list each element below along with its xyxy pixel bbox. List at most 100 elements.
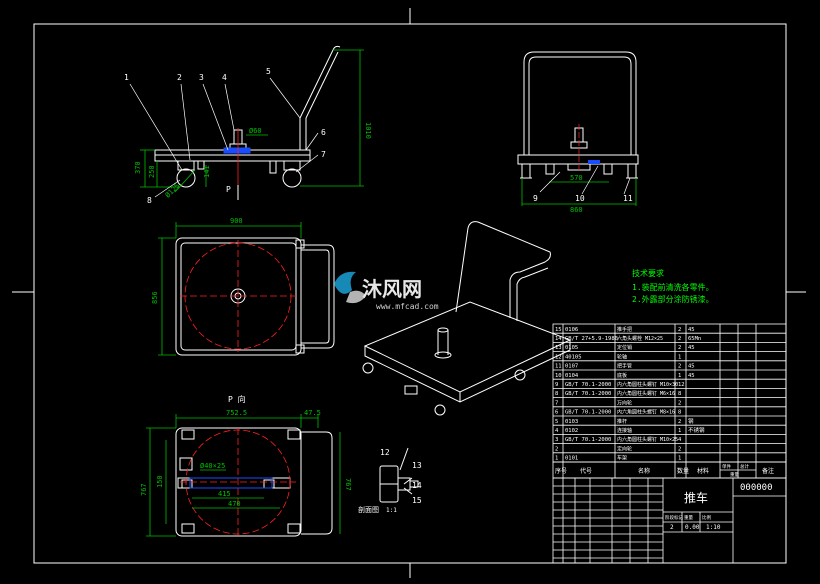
bom-code: 0103: [565, 419, 578, 425]
balloon-3: 3: [199, 73, 204, 82]
bom-qty: 1: [678, 354, 681, 360]
bom-no: 1: [555, 456, 558, 462]
bom-no: 5: [555, 419, 558, 425]
bom-qty: 1: [678, 456, 681, 462]
bom-no: 8: [555, 391, 558, 397]
bom-name: 定向轮: [617, 445, 632, 452]
bom-qty: 12: [678, 382, 685, 388]
bom-code: GB/T 70.1-2000: [565, 437, 611, 443]
bom-header-remark: 备注: [762, 467, 774, 475]
bom-qty: 4: [678, 437, 682, 443]
balloon-1: 1: [124, 73, 129, 82]
bom-name: 推杆: [617, 418, 627, 425]
title-weight-label: 重量: [684, 514, 693, 521]
bom-code: GB/T 27+5.9-1986: [565, 336, 618, 342]
bom-code: 40105: [565, 354, 582, 360]
watermark-brand: 沐风网: [362, 277, 422, 301]
watermark: 沐风网 www.mfcad.com: [334, 271, 439, 311]
bom-header-no: 序号: [555, 467, 567, 475]
title-weight-value: 0.00: [685, 524, 700, 531]
bom-no: 7: [555, 400, 558, 406]
title-scale-label: 比例: [702, 514, 711, 521]
bom-material: 45: [688, 373, 695, 379]
bom-no: 6: [555, 410, 558, 416]
bom-qty: 2: [678, 345, 681, 351]
dim-plan-w2: 47.5: [304, 409, 321, 417]
title-qty-value: 2: [670, 524, 674, 531]
balloon-15: 15: [412, 496, 422, 505]
bom-header-qty: 数量: [677, 467, 689, 475]
dim-side-height: 1010: [364, 122, 372, 139]
balloon-9: 9: [533, 194, 538, 203]
balloon-4: 4: [222, 73, 227, 82]
bom-header-weight: 重量: [730, 471, 739, 478]
bom-no: 11: [555, 364, 562, 370]
bom-no: 13: [555, 345, 562, 351]
bom-qty: 1: [678, 428, 681, 434]
top-view: 900 856: [151, 217, 335, 356]
bom-name: 底板: [617, 372, 627, 379]
dim-plan-a: 415: [218, 490, 231, 498]
bom-no: 12: [555, 354, 562, 360]
bom-code: 0107: [565, 364, 578, 370]
watermark-url: www.mfcad.com: [376, 302, 439, 311]
dim-plan-d1: 767: [140, 483, 148, 496]
bom-code: 0106: [565, 327, 578, 333]
section-scale: 1:1: [386, 507, 397, 514]
balloon-8: 8: [147, 196, 152, 205]
title-scale-value: 1:10: [706, 524, 721, 531]
dim-side-h1: 370: [134, 161, 142, 174]
dim-plan-shaft: Ø40×25: [200, 462, 225, 470]
bom-material: 钢: [688, 417, 694, 425]
dim-top-depth: 856: [151, 291, 159, 304]
notes-heading: 技术要求: [632, 268, 664, 278]
bom-material: 45: [688, 364, 695, 370]
drawing-frame: [12, 8, 806, 578]
bom-no: 10: [555, 373, 562, 379]
bom-material: 45: [688, 327, 695, 333]
bom-header-total: 总计: [740, 463, 749, 470]
drawing-number: 000000: [740, 483, 773, 493]
dim-plan-w1: 752.5: [226, 409, 247, 417]
title-stage-label: 阶段标记: [665, 514, 683, 521]
bom-qty: 1: [678, 373, 681, 379]
bom-qty: 2: [678, 400, 681, 406]
bom-material: 不锈钢: [688, 426, 705, 434]
bom-name: 推手把: [617, 326, 632, 333]
front-view: 570 860 9 10 11: [517, 51, 639, 214]
bom-name: 内六角圆柱头螺钉 M8×16: [617, 409, 675, 416]
bom-name: 定位销: [617, 344, 632, 351]
bom-no: 15: [555, 327, 562, 333]
bom-code: 0105: [565, 345, 578, 351]
bom-code: GB/T 70.1-2000: [565, 391, 611, 397]
dim-front-w1: 570: [570, 174, 583, 182]
bom-no: 3: [555, 437, 558, 443]
bom-code: 0101: [565, 456, 578, 462]
balloon-2: 2: [177, 73, 182, 82]
title-block: 推车 000000 阶段标记重量 比例 2 0.00 1:10: [552, 477, 787, 564]
bom-name: 把手管: [617, 363, 632, 370]
bom-no: 2: [555, 446, 558, 452]
dim-side-h3: 141: [203, 165, 211, 178]
bom-name: 内六角圆柱头螺钉 M10×25: [617, 436, 678, 443]
balloon-7: 7: [321, 150, 326, 159]
bom-name: 内六角圆柱头螺钉 M6×16: [617, 390, 675, 397]
bom-name: 连接轴: [617, 427, 632, 434]
bom-header-unit: 单件: [722, 463, 731, 470]
section-detail: 12 13 14 15 剖面图 1:1: [358, 447, 422, 514]
bom-material: 65Mn: [688, 336, 701, 342]
note-1: 1.装配前清洗各零件。: [632, 282, 714, 292]
drawing-title: 推车: [684, 490, 708, 505]
dim-plan-b: 470: [228, 500, 241, 508]
bom-qty: 8: [678, 410, 681, 416]
